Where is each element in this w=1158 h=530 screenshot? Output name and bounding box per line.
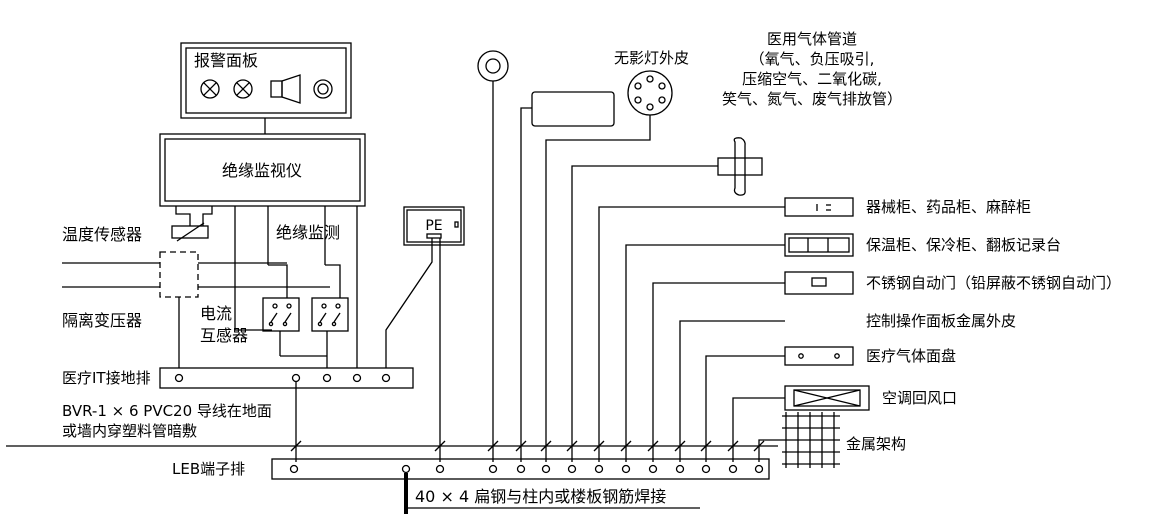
warm-cold-cabinet-label: 保温柜、保冷柜、翻板记录台	[866, 236, 1061, 254]
steel-door-label: 不锈钢自动门（铅屏蔽不锈钢自动门）	[866, 274, 1121, 292]
surgical-lamp-icon	[545, 70, 673, 462]
speaker-icon	[270, 74, 301, 104]
surgical-lamp-label: 无影灯外皮	[614, 49, 689, 67]
medical-gas-label-1: 医用气体管道	[767, 30, 857, 48]
equipment-box	[520, 91, 615, 462]
cabinet-icon	[598, 197, 854, 462]
gas-panel-label: 医疗气体面盘	[866, 347, 956, 365]
alarm-panel	[180, 42, 352, 119]
lamp-cross-icon	[233, 79, 253, 99]
cabinets-label: 器械柜、药品柜、麻醉柜	[866, 198, 1031, 216]
insulation-monitor	[159, 133, 366, 207]
flat-steel-label: 40 × 4 扁钢与柱内或楼板钢筋焊接	[415, 487, 666, 506]
cable-tick-marks	[290, 440, 765, 452]
warm-cold-cabinet-icon	[625, 233, 854, 462]
insulation-monitoring-label: 绝缘监测	[276, 223, 340, 242]
insulation-monitor-label: 绝缘监视仪	[222, 161, 302, 180]
control-panel-label: 控制操作面板金属外皮	[866, 312, 1016, 330]
bell-ring-icon	[313, 79, 333, 99]
current-transformer-1	[262, 297, 300, 332]
isolation-transformer	[62, 251, 330, 368]
it-ground-bar	[159, 367, 414, 389]
cable-spec-label-1: BVR-1 × 6 PVC20 导线在地面	[62, 402, 272, 420]
isolation-transformer-label: 隔离变压器	[62, 311, 142, 330]
temperature-sensor-label: 温度传感器	[62, 225, 142, 244]
pe-terminal	[385, 206, 465, 462]
it-ground-bar-label: 医疗IT接地排	[62, 369, 151, 387]
medical-gas-label-2: （氧气、负压吸引,	[750, 50, 875, 68]
cable-spec-label-2: 或墙内穿塑料管暗敷	[62, 422, 197, 440]
ac-return-label: 空调回风口	[882, 389, 957, 407]
ac-return-icon	[732, 385, 870, 462]
alarm-panel-label: 报警面板	[194, 51, 258, 70]
temperature-sensor	[171, 206, 213, 242]
current-transformer-2	[311, 297, 349, 332]
gas-panel-icon	[705, 346, 854, 462]
control-panel-wire	[679, 320, 785, 462]
metal-frame-icon	[758, 412, 840, 468]
pe-label: PE	[425, 218, 442, 234]
current-transformer-label-2: 互感器	[200, 326, 248, 345]
medical-gas-label-4: 笑气、氮气、废气排放管）	[722, 90, 902, 108]
steel-door-icon	[652, 271, 854, 462]
ground-ring-icon	[477, 50, 509, 462]
gas-pipe-icon	[571, 137, 763, 462]
leb-bar-label: LEB端子排	[172, 460, 245, 478]
medical-gas-label-3: 压缩空气、二氧化碳,	[742, 70, 882, 88]
metal-frame-label: 金属架构	[846, 435, 906, 453]
lamp-cross-icon	[200, 79, 220, 99]
current-transformer-label-1: 电流	[200, 304, 232, 323]
